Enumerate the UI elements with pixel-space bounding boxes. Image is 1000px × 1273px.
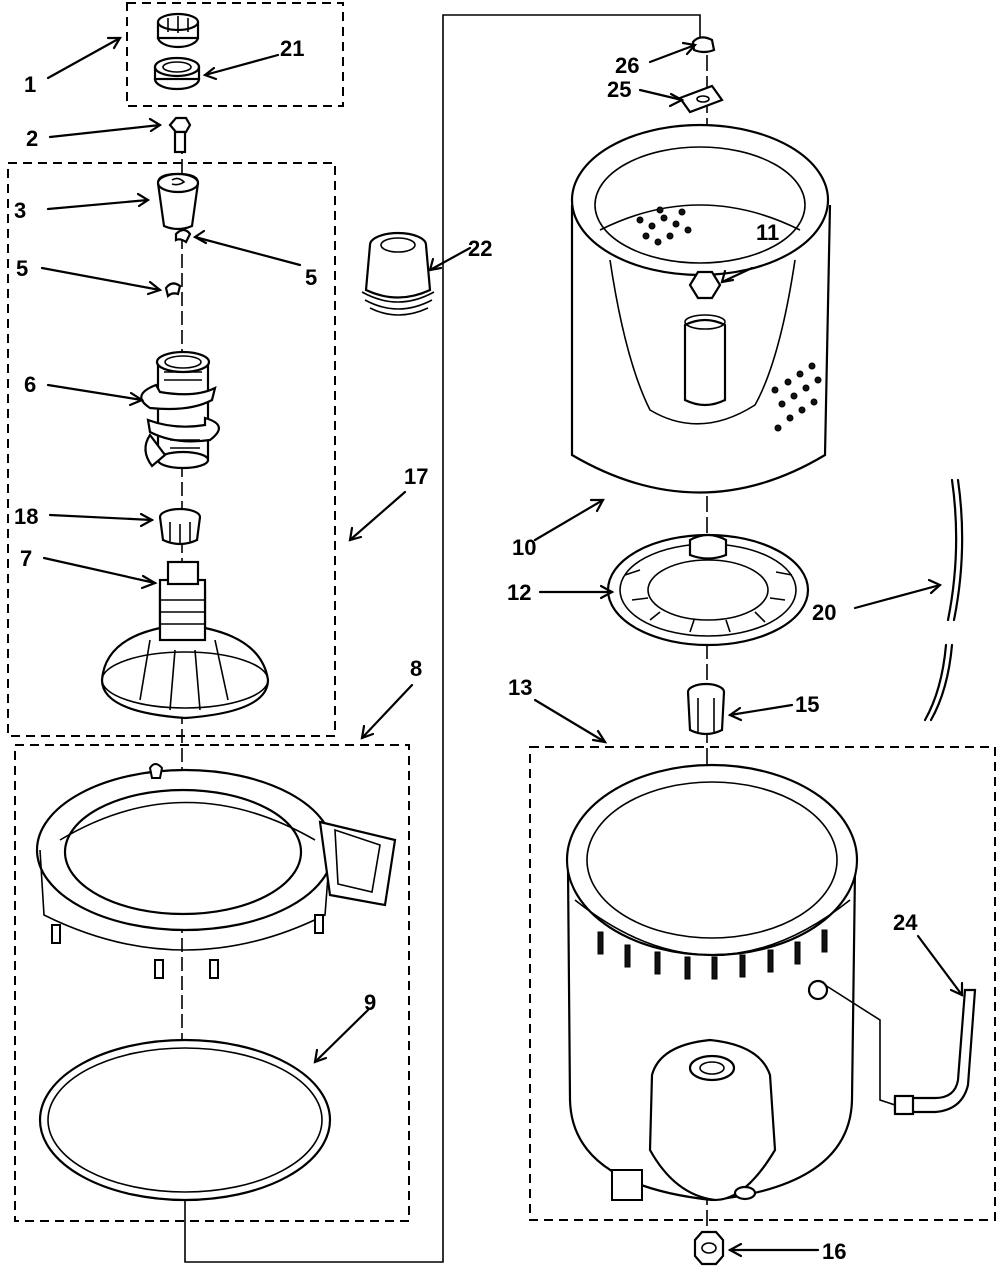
part-1-cap [156, 12, 200, 49]
callout-26: 26 [615, 53, 639, 78]
callout-7: 7 [20, 546, 32, 571]
callout-17: 17 [404, 464, 428, 489]
callout-1: 1 [24, 72, 36, 97]
callout-2: 2 [26, 126, 38, 151]
part-9-o-ring [38, 1038, 332, 1202]
callout-21: 21 [280, 36, 304, 61]
callout-13: 13 [508, 675, 532, 700]
callout-8: 8 [410, 656, 422, 681]
part-10-basket [570, 123, 832, 494]
callout-16: 16 [822, 1239, 846, 1264]
callout-20: 20 [812, 600, 836, 625]
basket-holes-right [771, 362, 822, 432]
part-21-ring [153, 56, 201, 91]
callout-3: 3 [14, 198, 26, 223]
part-20-hose [923, 478, 964, 722]
callout-12: 12 [507, 580, 531, 605]
callout-6: 6 [24, 372, 36, 397]
callout-5-left: 5 [16, 256, 28, 281]
callout-15: 15 [795, 692, 819, 717]
leader-lines [40, 36, 964, 1258]
basket-holes-left [636, 206, 692, 246]
callout-9: 9 [364, 990, 376, 1015]
callout-18: 18 [14, 504, 38, 529]
part-16-nut [693, 1230, 725, 1266]
group-box-13 [529, 746, 996, 1221]
part-22-seal [361, 231, 435, 316]
group-box-8 [14, 744, 410, 1222]
part-6-auger [140, 350, 220, 470]
callout-25: 25 [607, 77, 631, 102]
callout-5-right: 5 [305, 265, 317, 290]
callout-22: 22 [468, 236, 492, 261]
tub-slots [597, 929, 828, 980]
part-13-outer-tub [565, 763, 859, 1202]
part-18-coupling [158, 507, 202, 546]
part-24-hose [824, 984, 977, 1116]
assembly-connector-line [184, 14, 701, 1263]
callout-24: 24 [893, 910, 918, 935]
group-box-1 [126, 2, 344, 107]
part-26-bolt [691, 36, 716, 54]
part-2-bolt [168, 116, 192, 154]
part-12-brake-ring [606, 533, 810, 647]
part-8-tub-ring [35, 763, 397, 979]
part-5-clip-lower [164, 282, 182, 299]
callout-11: 11 [756, 220, 779, 245]
part-15-coupling [686, 682, 726, 736]
part-7-agitator-base [100, 560, 270, 720]
callout-10: 10 [512, 535, 536, 560]
part-25-retainer [678, 84, 724, 114]
part-3-cup [156, 172, 200, 231]
part-5-clip-upper [174, 228, 192, 244]
